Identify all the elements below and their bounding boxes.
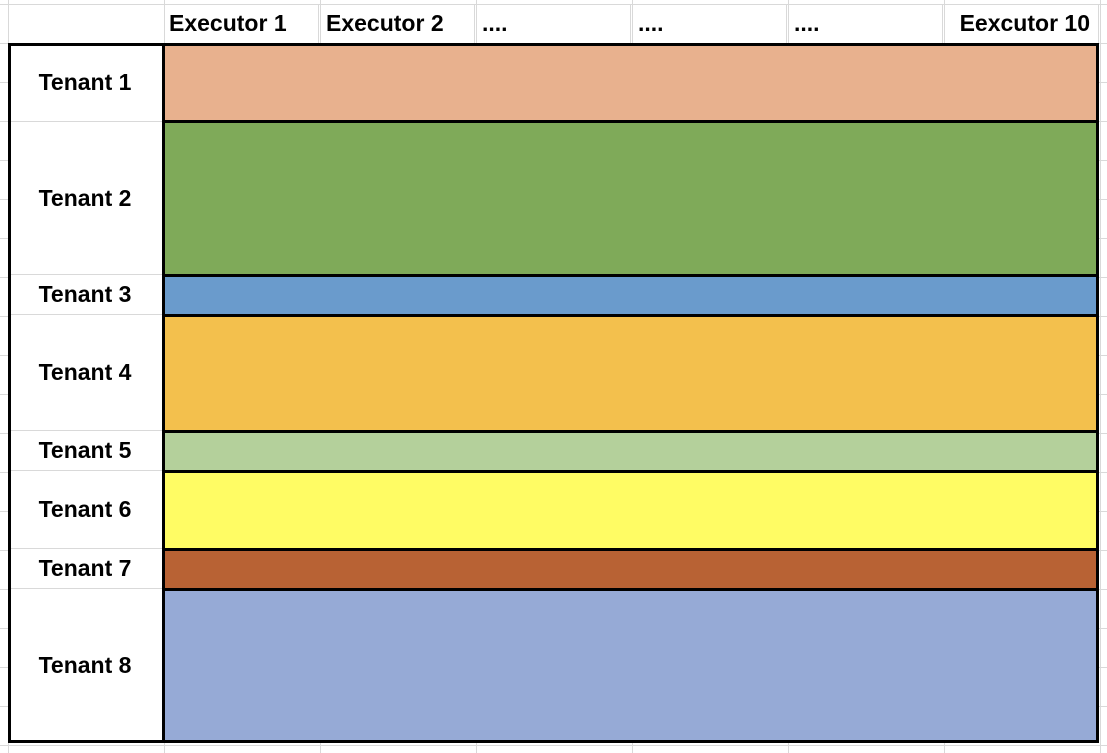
row-label-tenant-5[interactable]: Tenant 5 (8, 431, 162, 471)
column-header-executor-2[interactable]: Executor 2 (319, 4, 475, 43)
tenant-6-allocation-bar[interactable] (162, 470, 1099, 551)
tenant-7-allocation-bar[interactable] (162, 548, 1099, 591)
row-label-tenant-3[interactable]: Tenant 3 (8, 275, 162, 315)
row-label-tenant-6[interactable]: Tenant 6 (8, 471, 162, 549)
row-label-tenant-8[interactable]: Tenant 8 (8, 589, 162, 742)
tenant-4-allocation-bar[interactable] (162, 314, 1099, 433)
tenant-1-allocation-bar[interactable] (162, 43, 1099, 123)
column-header-ellipsis-3[interactable]: .... (787, 4, 943, 43)
label-column-top-border (8, 43, 162, 46)
column-header-ellipsis-2[interactable]: .... (631, 4, 787, 43)
column-header-executor-10[interactable]: Eexcutor 10 (943, 4, 1099, 43)
column-header-executor-1[interactable]: Executor 1 (162, 4, 319, 43)
row-label-tenant-4[interactable]: Tenant 4 (8, 315, 162, 431)
tenant-2-allocation-bar[interactable] (162, 120, 1099, 277)
tenant-3-allocation-bar[interactable] (162, 274, 1099, 317)
tenant-5-allocation-bar[interactable] (162, 430, 1099, 473)
row-label-tenant-2[interactable]: Tenant 2 (8, 122, 162, 275)
row-label-tenant-1[interactable]: Tenant 1 (8, 43, 162, 122)
label-column-border (8, 43, 11, 743)
tenant-8-allocation-bar[interactable] (162, 588, 1099, 743)
column-header-ellipsis-1[interactable]: .... (475, 4, 631, 43)
label-column-bottom-border (8, 740, 162, 743)
row-label-tenant-7[interactable]: Tenant 7 (8, 549, 162, 589)
